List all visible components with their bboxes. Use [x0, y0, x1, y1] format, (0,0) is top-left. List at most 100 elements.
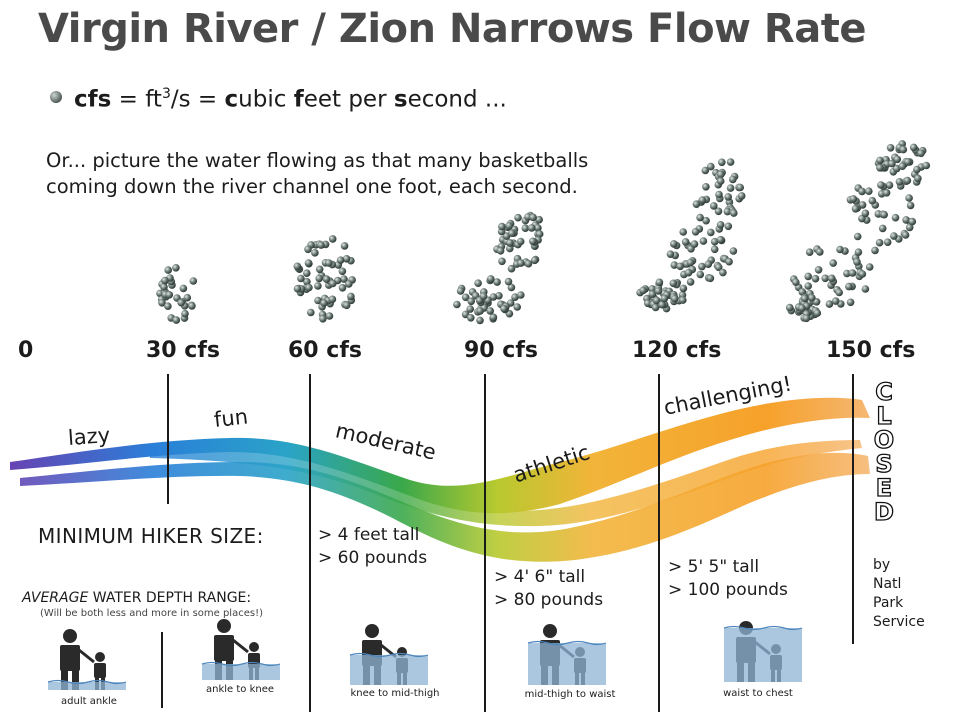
basketball	[317, 241, 325, 249]
basketball	[798, 304, 806, 312]
basketball	[853, 258, 861, 266]
basketball	[846, 298, 855, 307]
basketball	[514, 213, 522, 222]
water-ripple	[527, 640, 607, 646]
basketball	[652, 296, 661, 305]
basketball	[792, 278, 800, 287]
basketball	[802, 314, 811, 323]
basketball	[666, 250, 675, 258]
water-level	[202, 664, 280, 680]
basketball	[658, 300, 666, 309]
hiker-size-120-weight: > 100 pounds	[668, 580, 788, 600]
basketball	[181, 309, 189, 318]
basketball	[304, 245, 312, 254]
basketball	[476, 316, 484, 325]
def-eq1: = ft	[111, 86, 162, 113]
basketball	[345, 280, 353, 288]
basketball	[342, 301, 351, 310]
basketball	[521, 224, 530, 232]
basketball	[729, 247, 738, 255]
basketball	[901, 231, 910, 239]
basketball	[710, 237, 719, 246]
basketball	[655, 278, 664, 287]
basketball	[876, 156, 884, 165]
basketball	[716, 235, 725, 244]
adult-leg	[61, 670, 68, 690]
basketball	[307, 308, 315, 317]
basketball	[325, 259, 333, 267]
basketball	[706, 274, 715, 283]
basketball-cluster-30	[156, 264, 198, 324]
basketball	[891, 213, 900, 222]
depth-label-waist-chest: waist to chest	[723, 688, 793, 699]
basketball	[717, 170, 725, 179]
basketball	[172, 316, 181, 324]
def-c: c	[224, 86, 239, 113]
basketball	[707, 162, 715, 171]
basketball	[320, 299, 328, 307]
basketball	[723, 207, 732, 216]
basketball	[825, 300, 834, 308]
min-hiker-heading: MINIMUM HIKER SIZE:	[38, 524, 264, 548]
adult-body	[60, 645, 80, 671]
basketball	[500, 304, 508, 313]
basketball	[906, 201, 915, 210]
basketball	[670, 261, 679, 269]
basketball	[347, 292, 355, 301]
basketball	[893, 155, 902, 164]
hiker-figure-1	[47, 629, 127, 690]
basketball	[827, 274, 836, 283]
basketball	[845, 282, 853, 291]
basketball	[496, 247, 505, 255]
basketball	[714, 263, 723, 272]
child-head	[95, 652, 105, 662]
hiker-size-90: > 4' 6" tall > 80 pounds	[494, 566, 603, 612]
basketball	[498, 222, 506, 231]
basketball	[829, 259, 837, 267]
basketball	[835, 288, 843, 297]
basketball	[304, 259, 313, 267]
hiker-figure-3	[349, 624, 429, 685]
basketball	[684, 268, 693, 277]
basketball	[686, 278, 695, 286]
basketball	[854, 248, 863, 256]
basketball	[461, 293, 470, 302]
basketball	[903, 176, 912, 185]
water-level	[724, 628, 802, 682]
basketball	[871, 246, 879, 255]
adult-head	[217, 619, 231, 633]
basketball	[737, 192, 746, 200]
def-eet: eet per	[303, 86, 394, 113]
basketball	[704, 260, 713, 269]
basketball	[698, 262, 706, 271]
basketball	[508, 229, 516, 237]
basketball	[467, 297, 476, 306]
basketball	[660, 294, 669, 303]
adult-head	[543, 624, 557, 638]
def-f: f	[293, 86, 304, 113]
divider-30-lower	[161, 632, 163, 708]
basketball	[322, 275, 331, 283]
basketball-cluster-60	[293, 235, 356, 323]
basketball	[293, 262, 302, 271]
basketball	[160, 283, 168, 291]
basketball	[699, 237, 708, 245]
basketball-cluster-150	[785, 140, 931, 323]
basketball	[328, 295, 337, 304]
adult-arm	[232, 638, 249, 654]
basketball	[338, 267, 347, 276]
basketball	[800, 294, 809, 303]
basketball	[814, 266, 823, 274]
hiker-size-120: > 5' 5" tall > 100 pounds	[668, 556, 788, 602]
basketball	[798, 288, 807, 296]
depth-note: (Will be both less and more in some plac…	[40, 608, 263, 619]
depth-heading-rest: WATER DEPTH RANGE:	[88, 590, 252, 606]
depth-label-thigh-waist: mid-thigh to waist	[524, 689, 616, 700]
basketball	[736, 183, 744, 192]
basketball	[161, 276, 169, 285]
basketball	[338, 284, 347, 292]
basketball	[895, 178, 904, 186]
basketball	[328, 235, 337, 243]
basketball	[165, 291, 174, 299]
